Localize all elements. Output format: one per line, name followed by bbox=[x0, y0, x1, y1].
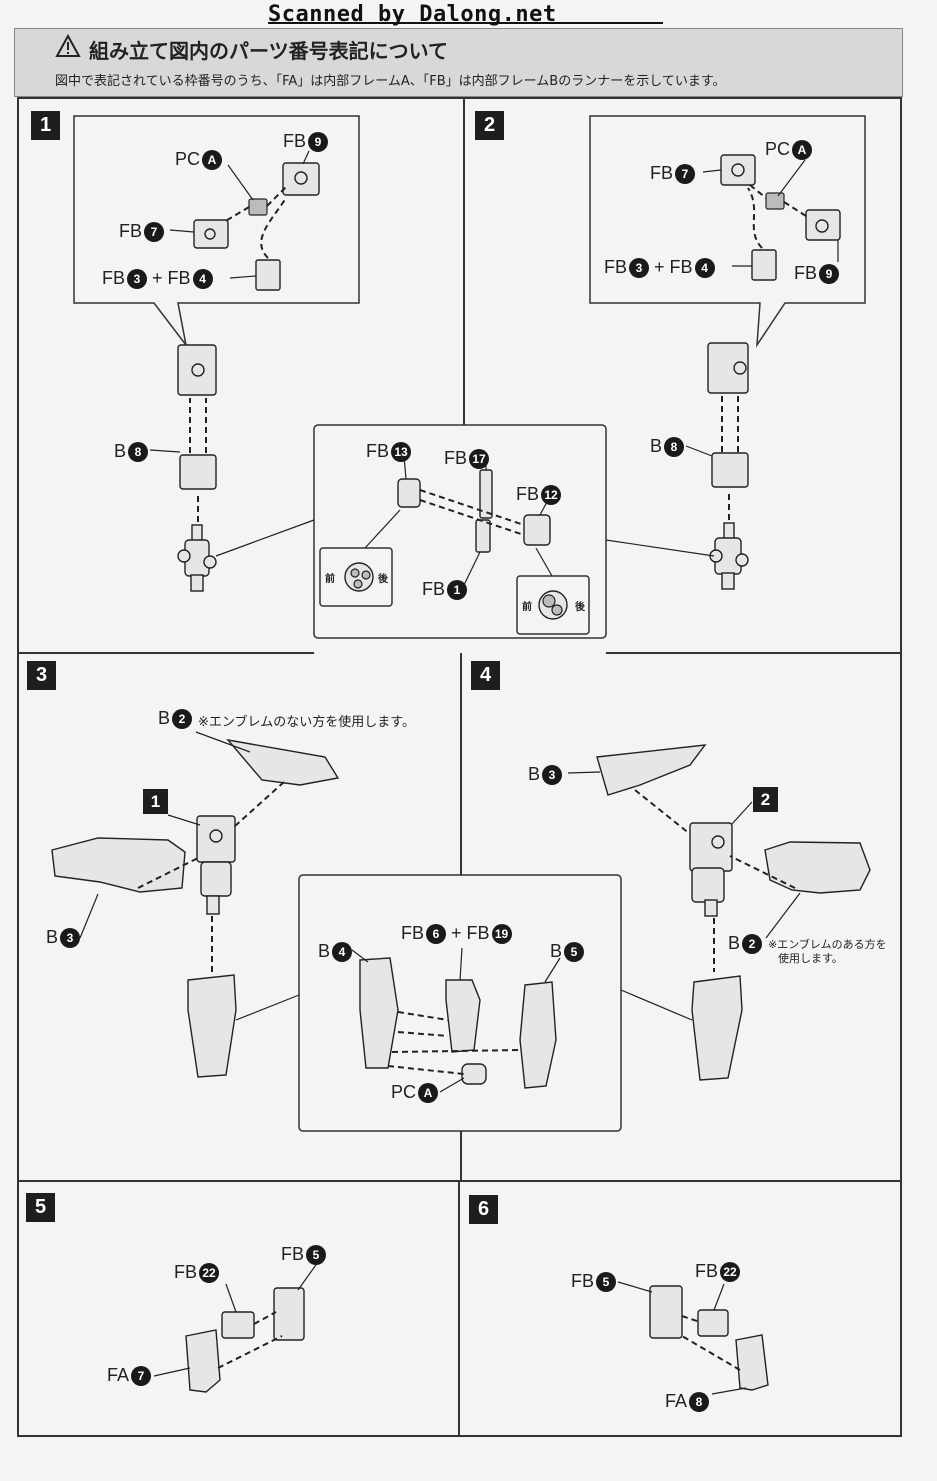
notice-box: 組み立て図内のパーツ番号表記について 図中で表記されている枠番号のうち、「FA」… bbox=[14, 28, 903, 97]
step-number-5: 5 bbox=[26, 1193, 55, 1222]
step-number-4: 4 bbox=[471, 661, 500, 690]
divider-v-top bbox=[463, 97, 465, 427]
divider-v-mid bbox=[460, 653, 462, 883]
note-step4-b2-line1: ※エンブレムのある方を bbox=[768, 938, 887, 951]
note-step4-b2-line2: 使用します。 bbox=[778, 952, 843, 965]
divider-v-mid2 bbox=[460, 1130, 462, 1180]
detail-front-label-2: 前 bbox=[522, 602, 532, 613]
warning-icon bbox=[55, 34, 81, 57]
step-number-1: 1 bbox=[31, 111, 60, 140]
step-number-3: 3 bbox=[27, 661, 56, 690]
detail-back-label-2: 後 bbox=[575, 602, 585, 613]
divider-h-2 bbox=[17, 1180, 902, 1182]
step-number-6: 6 bbox=[469, 1195, 498, 1224]
notice-subtitle: 図中で表記されている枠番号のうち、「FA」は内部フレームA、「FB」は内部フレー… bbox=[55, 74, 726, 89]
watermark-underline bbox=[268, 22, 663, 24]
notice-title: 組み立て図内のパーツ番号表記について bbox=[89, 39, 448, 63]
divider-h-1 bbox=[17, 652, 314, 654]
note-step3-b2: ※エンブレムのない方を使用します。 bbox=[198, 715, 415, 730]
detail-front-label-1: 前 bbox=[325, 574, 335, 585]
divider-h-1b bbox=[606, 652, 902, 654]
detail-back-label-1: 後 bbox=[378, 574, 388, 585]
ref-step-2: 2 bbox=[753, 787, 778, 812]
divider-v-bottom bbox=[458, 1180, 460, 1437]
ref-step-1: 1 bbox=[143, 789, 168, 814]
step-number-2: 2 bbox=[475, 111, 504, 140]
